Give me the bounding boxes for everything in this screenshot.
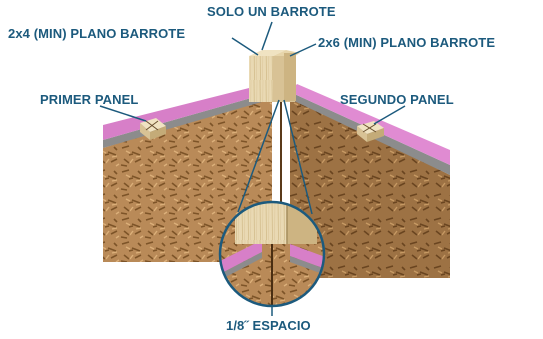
first-panel-block (140, 118, 166, 140)
label-espacio: 1/8˝ ESPACIO (226, 318, 311, 333)
label-2x4-plano-barrote: 2x4 (MIN) PLANO BARROTE (8, 26, 186, 41)
leader-2x4 (231, 37, 259, 56)
magnifier-leader-right (283, 99, 313, 215)
leader-primer-panel (99, 105, 147, 122)
leader-solo-un-barrote (261, 21, 273, 51)
label-solo-un-barrote: SOLO UN BARROTE (207, 4, 336, 19)
label-segundo-panel: SEGUNDO PANEL (340, 92, 454, 107)
magnifier-detail (218, 200, 326, 308)
leader-segundo-panel (373, 105, 406, 125)
leader-2x6 (289, 43, 317, 57)
second-panel-block (357, 121, 384, 142)
label-primer-panel: PRIMER PANEL (40, 92, 139, 107)
second-panel-osb-face (290, 96, 450, 278)
first-panel-osb-face (103, 96, 272, 262)
label-2x6-plano-barrote: 2x6 (MIN) PLANO BARROTE (318, 35, 496, 50)
stud-2x6 (273, 50, 300, 102)
magnifier-leader-left (237, 99, 280, 213)
